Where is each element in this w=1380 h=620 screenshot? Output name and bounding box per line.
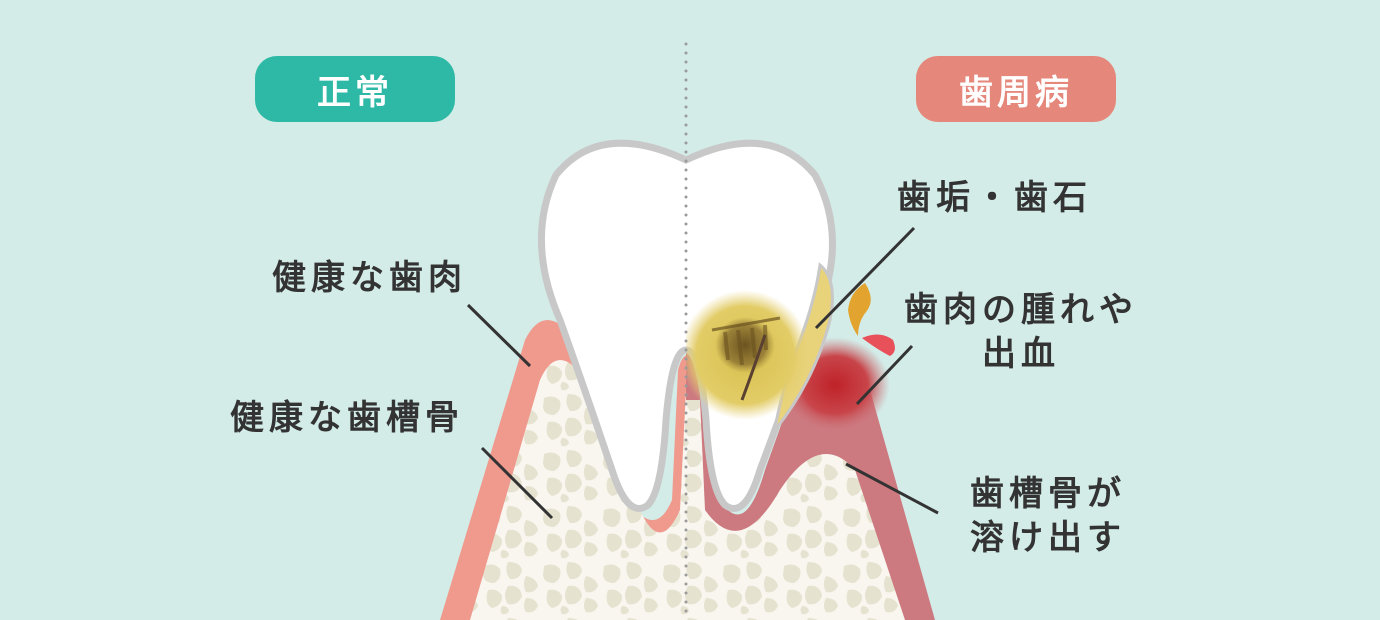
- label-gum-swelling: 歯肉の腫れや 出血: [886, 288, 1156, 376]
- periodontal-disease-badge: 歯周病: [916, 56, 1116, 122]
- leader-plaque: [814, 226, 916, 330]
- label-gum-swelling-line2: 出血: [982, 334, 1060, 374]
- normal-badge: 正常: [255, 56, 455, 122]
- label-gum-swelling-line1: 歯肉の腫れや: [904, 290, 1138, 330]
- label-healthy-gum: 健康な歯肉: [272, 258, 467, 298]
- leader-gum-swelling: [855, 344, 914, 406]
- label-bone-melting: 歯槽骨が 溶け出す: [958, 472, 1138, 560]
- leader-healthy-gum: [466, 303, 532, 368]
- plaque-drop-icon: [848, 283, 871, 336]
- label-bone-melting-line2: 溶け出す: [970, 518, 1126, 558]
- disease-side: [686, 337, 935, 620]
- blood-drop-icon: [862, 334, 895, 356]
- label-bone-melting-line1: 歯槽骨が: [970, 474, 1126, 514]
- normal-side: [440, 320, 686, 620]
- leader-healthy-bone: [480, 446, 554, 520]
- label-healthy-bone: 健康な歯槽骨: [230, 398, 464, 438]
- stain: [715, 317, 775, 373]
- label-plaque-tartar: 歯垢・歯石: [897, 178, 1092, 218]
- leader-bone-melting: [845, 462, 939, 515]
